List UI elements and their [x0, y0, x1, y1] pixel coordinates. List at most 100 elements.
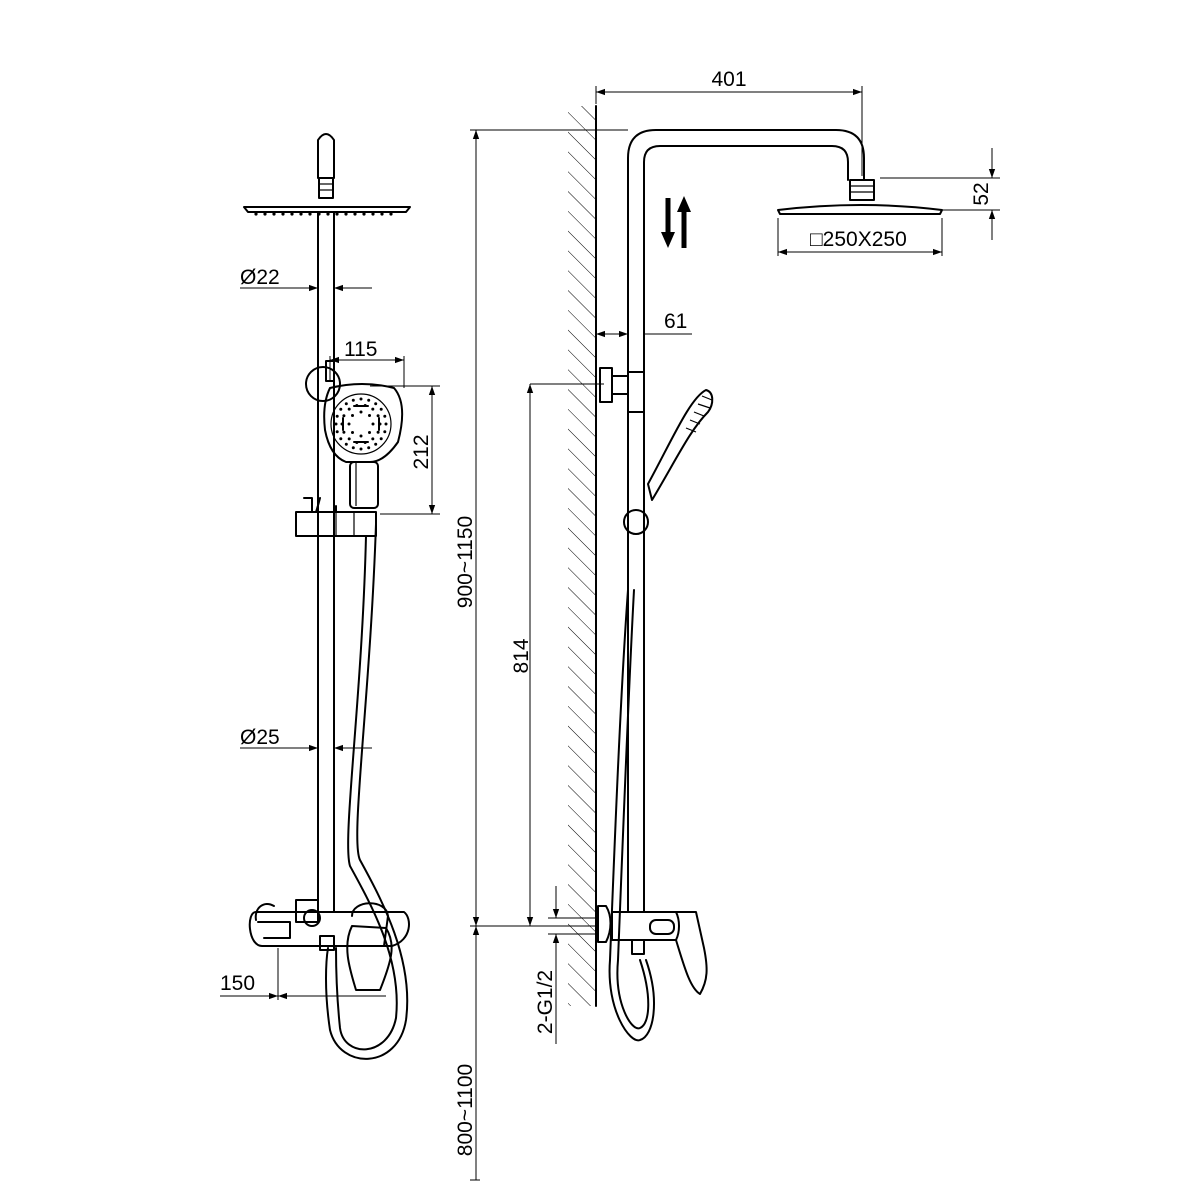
- diverter-knob: [303, 909, 321, 927]
- hand-nozzle-dot: [368, 414, 371, 417]
- hand-nozzle-dot: [371, 407, 375, 411]
- nozzle-dot: [263, 212, 267, 216]
- head-shower-side: [777, 204, 943, 215]
- hand-nozzle-dot: [339, 407, 343, 411]
- side-mixer-escutcheon: [597, 905, 612, 943]
- hand-nozzle-dot: [371, 437, 375, 441]
- up-down-arrows-icon: [661, 196, 691, 248]
- hand-nozzle-dot: [367, 446, 371, 450]
- hand-shower-cross: [342, 405, 380, 443]
- riser-top-cap: [317, 133, 335, 179]
- head-swivel: [849, 179, 875, 201]
- hand-shower-face: [330, 393, 392, 455]
- nozzle-dot: [380, 212, 384, 216]
- nozzle-dot: [389, 212, 393, 216]
- swivel-joint: [318, 177, 334, 199]
- slide-holder-side: [623, 509, 649, 535]
- hand-nozzle-dot: [376, 414, 380, 418]
- hand-nozzle-dot: [368, 431, 371, 434]
- hand-shower-handle: [349, 461, 379, 509]
- nozzle-dot: [290, 212, 294, 216]
- nozzle-dot: [371, 212, 375, 216]
- side-hose-inner: [616, 589, 650, 1030]
- hand-nozzle-dot: [374, 442, 378, 446]
- hand-nozzle-dot: [383, 430, 387, 434]
- hand-nozzle-dot: [376, 430, 380, 434]
- head-shower-plate: [243, 206, 411, 213]
- mixer-right-cap: [351, 902, 389, 947]
- nozzle-dot: [308, 212, 312, 216]
- hand-nozzle-dot: [379, 437, 383, 441]
- dim-riser-height-900-1150: 900~1150: [454, 516, 477, 608]
- hose-connector: [319, 935, 335, 951]
- side-view: 401 52 □250X250 61 900~1150 814 2-G1/2: [454, 68, 1000, 1181]
- mixer-left-cap: [254, 902, 275, 921]
- dim-mount-height-800-1100: 800~1100: [454, 1064, 477, 1156]
- dim-pipe-diameter-25: Ø25: [240, 726, 280, 749]
- hand-nozzle-dot: [342, 430, 346, 434]
- hand-nozzle-dot: [339, 437, 343, 441]
- side-bracket-clamp: [627, 371, 645, 413]
- hand-nozzle-dot: [351, 431, 354, 434]
- nozzle-dot: [326, 212, 330, 216]
- wall-bracket: [305, 366, 341, 402]
- nozzle-dot: [344, 212, 348, 216]
- side-wall-bracket-plate: [599, 367, 613, 403]
- dim-head-size-250x250: □250X250: [810, 228, 907, 251]
- dim-hand-shower-width-115: 115: [344, 338, 377, 361]
- nozzle-dot: [299, 212, 303, 216]
- wall-hatch: [568, 106, 596, 1006]
- hand-nozzle-dot: [384, 422, 388, 426]
- hose-inner: [335, 535, 398, 1051]
- dim-wall-offset-61: 61: [664, 310, 687, 333]
- hand-nozzle-dot: [334, 422, 338, 426]
- front-view: Ø22 115 212 Ø25 150: [220, 133, 440, 1060]
- nozzle-dot: [362, 212, 366, 216]
- nozzle-dot: [272, 212, 276, 216]
- hand-nozzle-dot: [342, 414, 346, 418]
- side-lever: [675, 911, 708, 995]
- nozzle-dot: [281, 212, 285, 216]
- side-diverter: [649, 919, 675, 935]
- hand-nozzle-dot: [359, 410, 363, 414]
- hand-shower-side: [647, 389, 714, 501]
- spout-outlet: [257, 921, 291, 939]
- hand-nozzle-dot: [359, 434, 363, 438]
- hand-nozzle-dot: [347, 407, 351, 411]
- hand-nozzle-dot: [351, 446, 355, 450]
- hand-nozzle-dot: [347, 437, 351, 441]
- dim-pipe-diameter-22: Ø22: [240, 266, 280, 289]
- side-mixer-body: [611, 911, 680, 941]
- side-hose-connector: [631, 939, 645, 955]
- dim-hand-shower-length-212: 212: [410, 434, 433, 469]
- hand-nozzle-dot: [344, 402, 348, 406]
- dim-inlet-thread-2-g1-2: 2-G1/2: [534, 970, 557, 1034]
- dim-arm-reach-401: 401: [711, 68, 746, 91]
- hand-shower-side-nozzles: [685, 395, 713, 433]
- hand-nozzle-dot: [374, 402, 378, 406]
- dim-head-height-52: 52: [970, 182, 993, 205]
- hand-nozzle-dot: [379, 407, 383, 411]
- hand-nozzle-dot: [359, 447, 363, 451]
- hand-nozzle-dot: [351, 414, 354, 417]
- mixer-lever: [346, 925, 393, 991]
- dim-bracket-height-814: 814: [510, 638, 533, 673]
- hand-nozzle-dot: [359, 397, 363, 401]
- nozzle-dot: [353, 212, 357, 216]
- hand-nozzle-dot: [371, 422, 375, 426]
- dim-spout-length-150: 150: [220, 972, 255, 995]
- side-wall-bracket-arm: [611, 375, 629, 395]
- hand-nozzle-dot: [335, 414, 339, 418]
- hand-nozzle-dot: [335, 430, 339, 434]
- hand-nozzle-dot: [347, 422, 351, 426]
- hand-nozzle-dot: [383, 414, 387, 418]
- slide-holder-knob: [303, 497, 337, 513]
- hand-nozzle-dot: [351, 398, 355, 402]
- hose-outer: [325, 523, 409, 1060]
- side-hose-outer: [608, 589, 655, 1042]
- nozzle-dot: [254, 212, 258, 216]
- nozzle-dot: [335, 212, 339, 216]
- shower-arm-inner: [643, 145, 849, 913]
- hand-nozzle-dot: [367, 398, 371, 402]
